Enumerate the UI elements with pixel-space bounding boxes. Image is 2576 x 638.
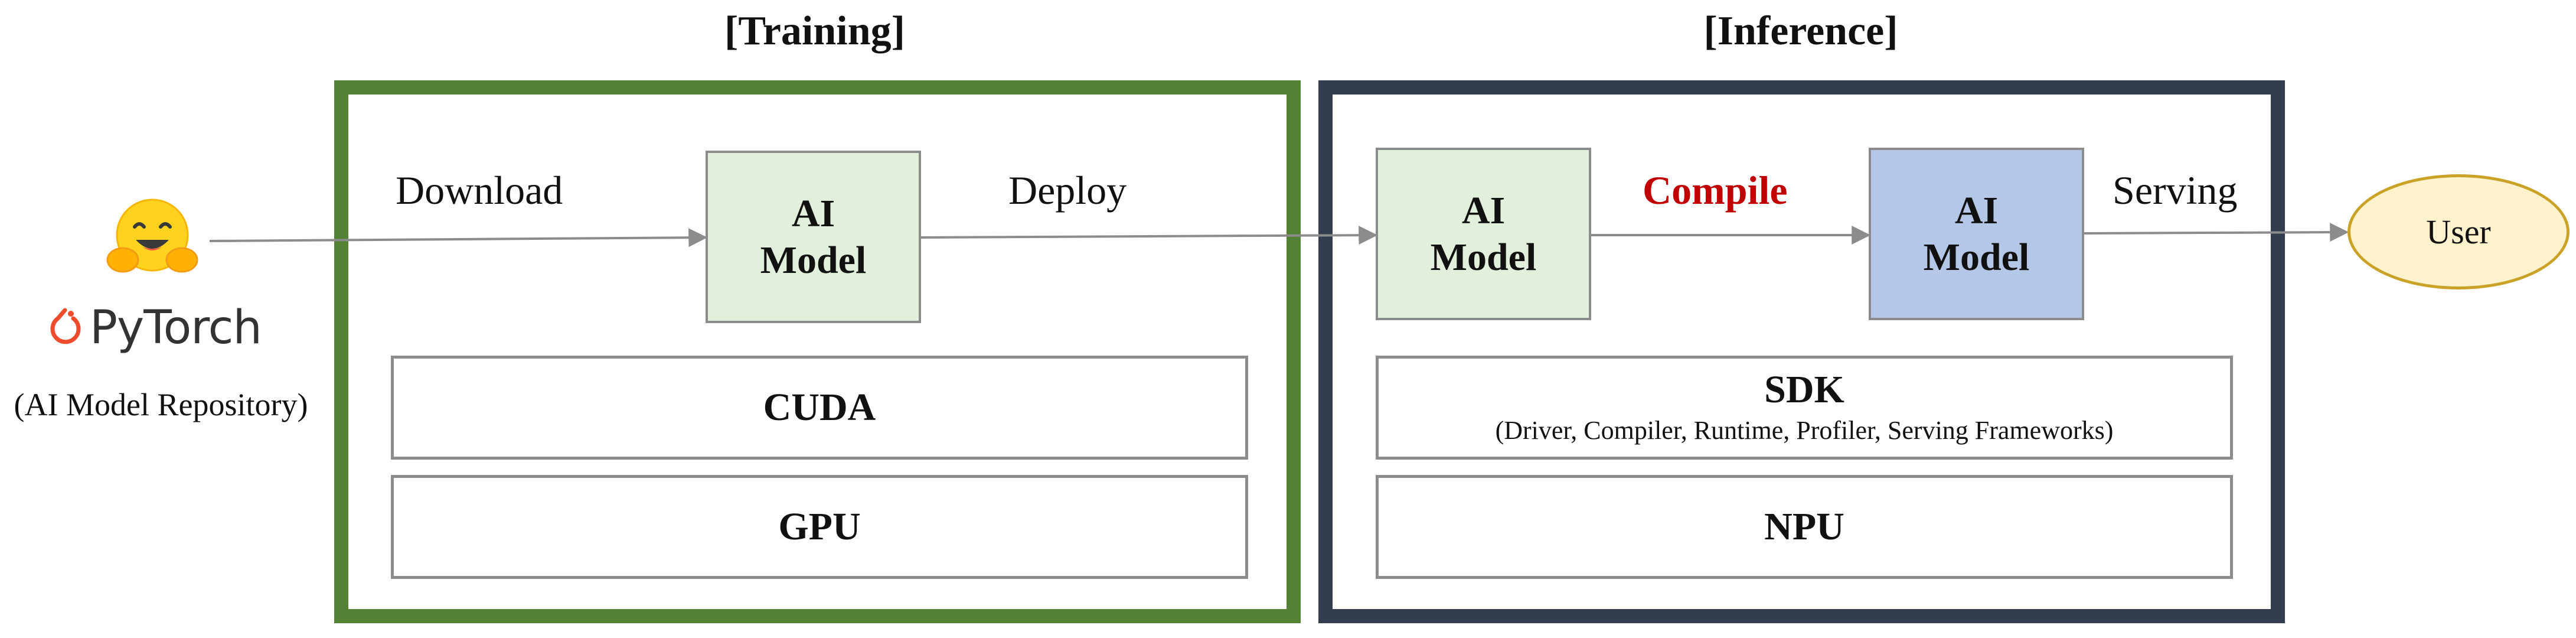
npu-label: NPU (1764, 504, 1844, 548)
sdk-components-label: (Driver, Compiler, Runtime, Profiler, Se… (1495, 415, 2114, 445)
serving-label: Serving (2113, 168, 2238, 213)
deploy-arrow (920, 226, 1378, 245)
pytorch-label: PyTorch (90, 301, 262, 354)
user-ellipse: User (2348, 174, 2570, 289)
sdk-label: SDK (1764, 368, 1844, 412)
cuda-layer-box: CUDA (391, 356, 1248, 460)
gpu-label: GPU (778, 504, 861, 548)
pytorch-logo: PyTorch (47, 301, 262, 354)
gpu-layer-box: GPU (391, 475, 1248, 579)
hugging-face-emoji-icon (106, 198, 198, 273)
compiled-ai-model-box: AI Model (1869, 148, 2084, 320)
deploy-label: Deploy (1008, 168, 1127, 213)
npu-layer-box: NPU (1376, 475, 2233, 579)
compile-label: Compile (1643, 168, 1788, 213)
repository-label: (AI Model Repository) (14, 387, 308, 422)
training-ai-model-box: AI Model (706, 151, 921, 323)
pytorch-flame-icon (50, 308, 81, 344)
serving-arrow (2081, 223, 2349, 242)
training-title: [Training] (724, 8, 905, 54)
download-arrow (209, 228, 708, 248)
inference-panel (1318, 80, 2285, 623)
user-label: User (2426, 213, 2491, 251)
inference-title: [Inference] (1703, 8, 1898, 54)
cuda-label: CUDA (763, 385, 876, 429)
inference-input-ai-model-box: AI Model (1376, 148, 1591, 320)
training-panel (334, 80, 1301, 623)
sdk-layer-box: SDK (Driver, Compiler, Runtime, Profiler… (1376, 356, 2233, 460)
download-label: Download (396, 168, 563, 213)
